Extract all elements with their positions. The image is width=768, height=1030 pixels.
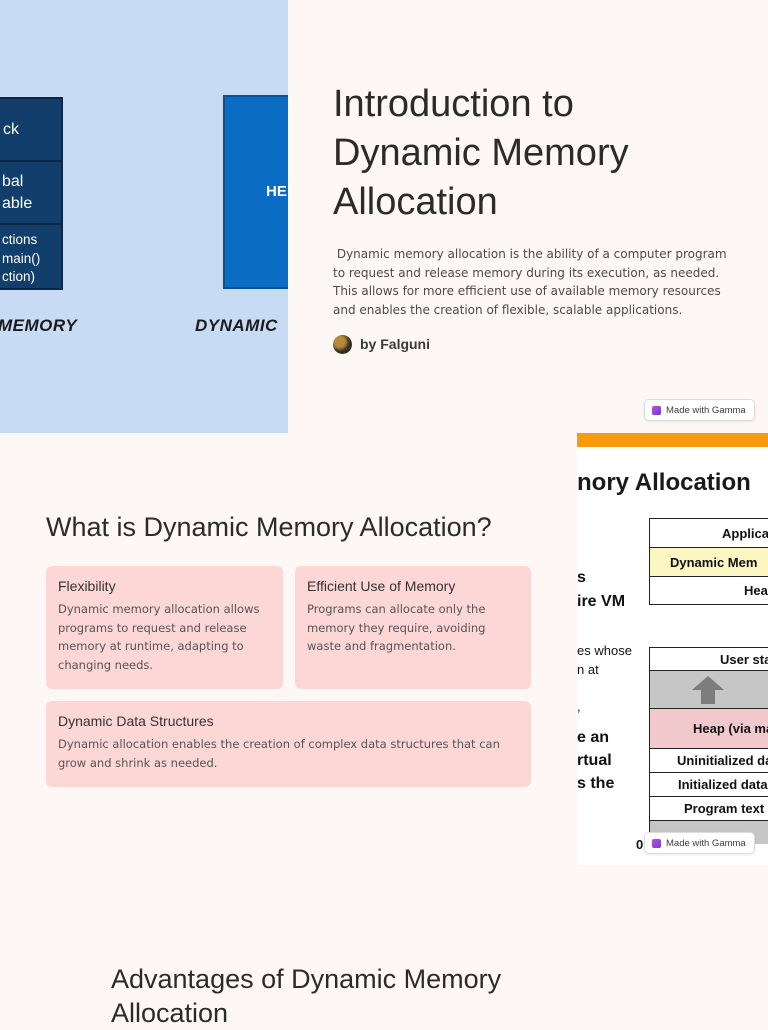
card-dynamic-data-structures: Dynamic Data Structures Dynamic allocati… bbox=[46, 701, 531, 787]
image-text: s bbox=[577, 569, 586, 586]
card-flexibility: Flexibility Dynamic memory allocation al… bbox=[46, 566, 283, 689]
table-row-dynamic-memory: Dynamic Mem bbox=[649, 547, 768, 576]
title-line-3: Allocation bbox=[333, 181, 498, 223]
avatar bbox=[333, 334, 352, 354]
badge-label: Made with Gamma bbox=[666, 404, 746, 416]
image-text: ire VM bbox=[577, 593, 626, 610]
global-variable-cell: bal able bbox=[0, 162, 61, 225]
card-title: Flexibility bbox=[58, 578, 116, 594]
heading-line-1: Advantages of Dynamic Memory bbox=[111, 964, 502, 994]
arrow-up-icon bbox=[692, 676, 724, 704]
caption-dynamic: DYNAMIC bbox=[195, 316, 278, 335]
badge-label: Made with Gamma bbox=[666, 837, 746, 849]
intro-slide-image: ck bal able ctions main() ction) HE MEMO… bbox=[0, 0, 288, 433]
layout-row-heap: Heap (via ma bbox=[649, 708, 768, 748]
layout-row-free-space bbox=[649, 670, 768, 708]
image-text: n at bbox=[577, 662, 599, 677]
gamma-logo-icon bbox=[652, 838, 661, 848]
stack-cell: ck bbox=[0, 99, 61, 162]
image-text: rtual bbox=[577, 752, 612, 769]
card-body: Dynamic memory allocation allows program… bbox=[58, 602, 260, 672]
layout-row-program-text: Program text ( bbox=[649, 796, 768, 820]
card-body: Dynamic allocation enables the creation … bbox=[58, 737, 500, 770]
author-name: by Falguni bbox=[360, 336, 430, 352]
heap-block: HE bbox=[223, 95, 288, 289]
image-title: nory Allocation bbox=[577, 469, 751, 496]
memory-layout-block: ck bal able ctions main() ction) bbox=[0, 97, 63, 290]
heading-line-2: Allocation bbox=[111, 998, 229, 1028]
functions-line2: main() bbox=[2, 250, 41, 266]
made-with-gamma-badge[interactable]: Made with Gamma bbox=[644, 399, 755, 421]
table-row-heap: Hea bbox=[649, 576, 768, 605]
accent-bar bbox=[577, 433, 768, 447]
layout-row-user-stack: User sta bbox=[649, 647, 768, 670]
functions-cell: ctions main() ction) bbox=[0, 225, 61, 288]
address-zero-label: 0 bbox=[636, 837, 644, 852]
section-heading: What is Dynamic Memory Allocation? bbox=[46, 512, 492, 542]
image-text: s the bbox=[577, 775, 615, 792]
author-byline[interactable]: by Falguni bbox=[333, 334, 430, 354]
intro-paragraph: Dynamic memory allocation is the ability… bbox=[333, 247, 731, 317]
title-line-2: Dynamic Memory bbox=[333, 132, 629, 174]
title-line-1: Introduction to bbox=[333, 83, 574, 125]
page-title: Introduction to Dynamic Memory Allocatio… bbox=[333, 80, 753, 227]
functions-line1: ctions bbox=[2, 232, 38, 247]
gamma-logo-icon bbox=[652, 405, 661, 415]
global-label-line2: able bbox=[2, 195, 33, 212]
card-title: Efficient Use of Memory bbox=[307, 578, 456, 594]
global-label-line1: bal bbox=[2, 173, 24, 190]
stack-label: ck bbox=[3, 121, 19, 138]
memory-allocation-slide-image: nory Allocation s ire VM es whose n at ,… bbox=[577, 433, 768, 865]
layout-row-initialized-data: Initialized data bbox=[649, 772, 768, 796]
caption-memory: MEMORY bbox=[0, 316, 78, 335]
image-text: , bbox=[577, 699, 581, 714]
functions-line3: ction) bbox=[2, 269, 36, 284]
table-row-applications: Applica bbox=[649, 518, 768, 547]
made-with-gamma-badge[interactable]: Made with Gamma bbox=[644, 832, 755, 854]
heap-label: HE bbox=[266, 183, 287, 200]
card-title: Dynamic Data Structures bbox=[58, 713, 214, 729]
image-text: es whose bbox=[577, 643, 632, 658]
card-efficient-use: Efficient Use of Memory Programs can all… bbox=[295, 566, 531, 689]
card-body: Programs can allocate only the memory th… bbox=[307, 602, 486, 653]
image-text: e an bbox=[577, 729, 610, 746]
advantages-heading: Advantages of Dynamic Memory Allocation bbox=[111, 962, 571, 1030]
layout-row-uninitialized-data: Uninitialized da bbox=[649, 748, 768, 772]
